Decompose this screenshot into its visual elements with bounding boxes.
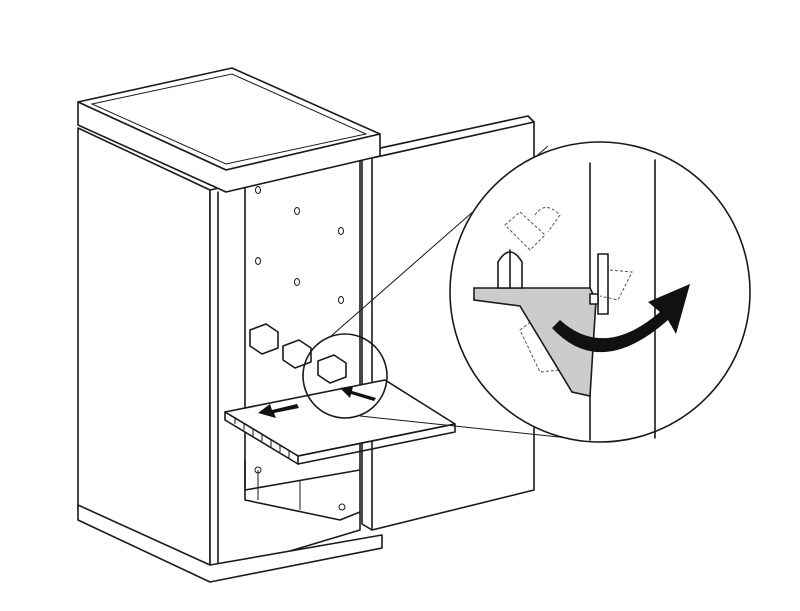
cabinet bbox=[77, 67, 383, 583]
rotate-arrow-icon bbox=[552, 284, 690, 353]
detail-magnifier bbox=[302, 141, 751, 443]
push-arrow-icon bbox=[258, 404, 299, 418]
shelf-brackets bbox=[249, 323, 347, 384]
shelf-support-holes bbox=[254, 186, 346, 511]
push-arrow-icon bbox=[340, 386, 376, 401]
